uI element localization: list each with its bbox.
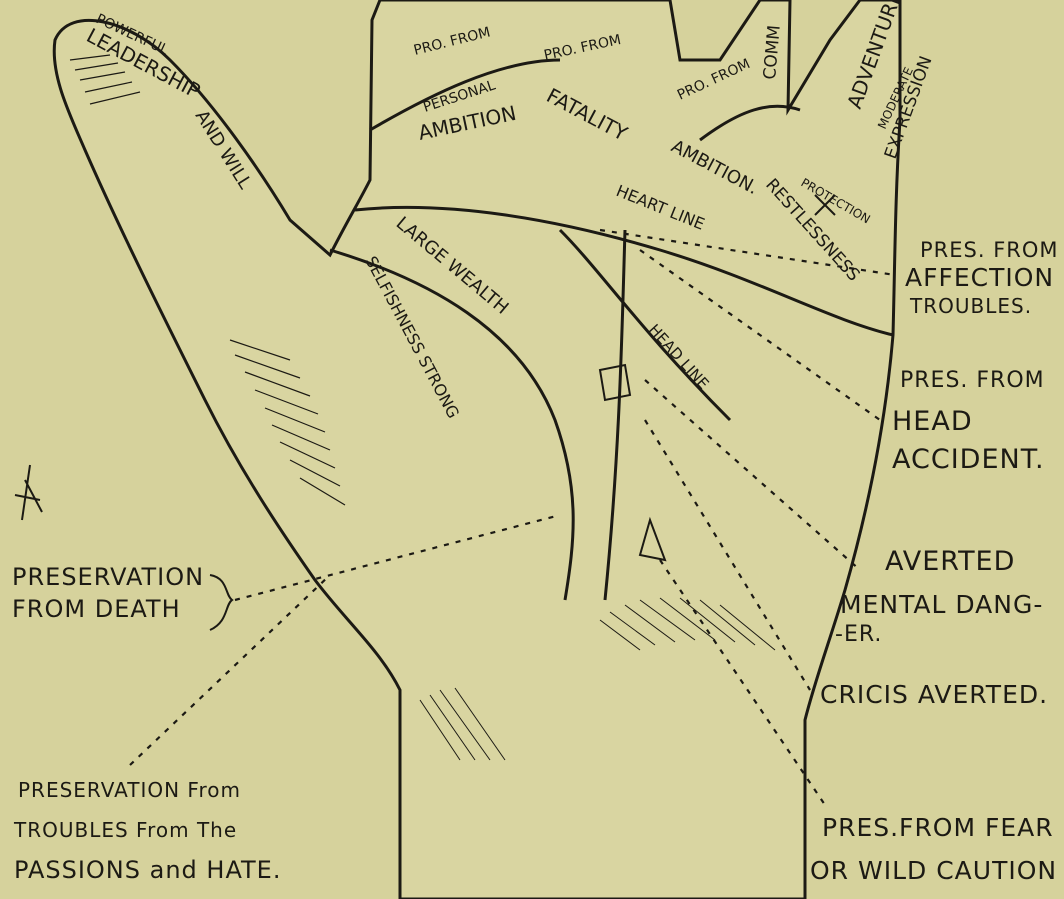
label-mental-2: MENTAL DANG- — [840, 592, 1043, 617]
label-fear-2: OR WILD CAUTION — [810, 858, 1057, 883]
label-mental-1: AVERTED — [885, 548, 1015, 575]
label-death-2: FROM DEATH — [12, 597, 181, 621]
star-sign-left — [15, 465, 42, 520]
label-fear-1: PRES.FROM FEAR — [822, 815, 1054, 840]
label-passions-2: TROUBLES From The — [14, 820, 237, 840]
label-head-1: PRES. FROM — [900, 370, 1045, 392]
label-crisis: CRICIS AVERTED. — [820, 682, 1048, 707]
label-head-3: ACCIDENT. — [892, 446, 1045, 473]
hand-outline — [54, 0, 900, 899]
label-mental-3: -ER. — [835, 624, 882, 646]
label-affection-2: AFFECTION — [905, 265, 1054, 290]
label-passions-1: PRESERVATION From — [18, 780, 241, 800]
bracket-death — [210, 575, 232, 630]
label-affection-1: PRES. FROM — [920, 240, 1059, 261]
label-death-1: PRESERVATION — [12, 565, 204, 589]
label-head-2: HEAD — [892, 408, 973, 435]
label-passions-3: PASSIONS and HATE. — [14, 858, 281, 882]
label-affection-3: TROUBLES. — [910, 296, 1032, 316]
